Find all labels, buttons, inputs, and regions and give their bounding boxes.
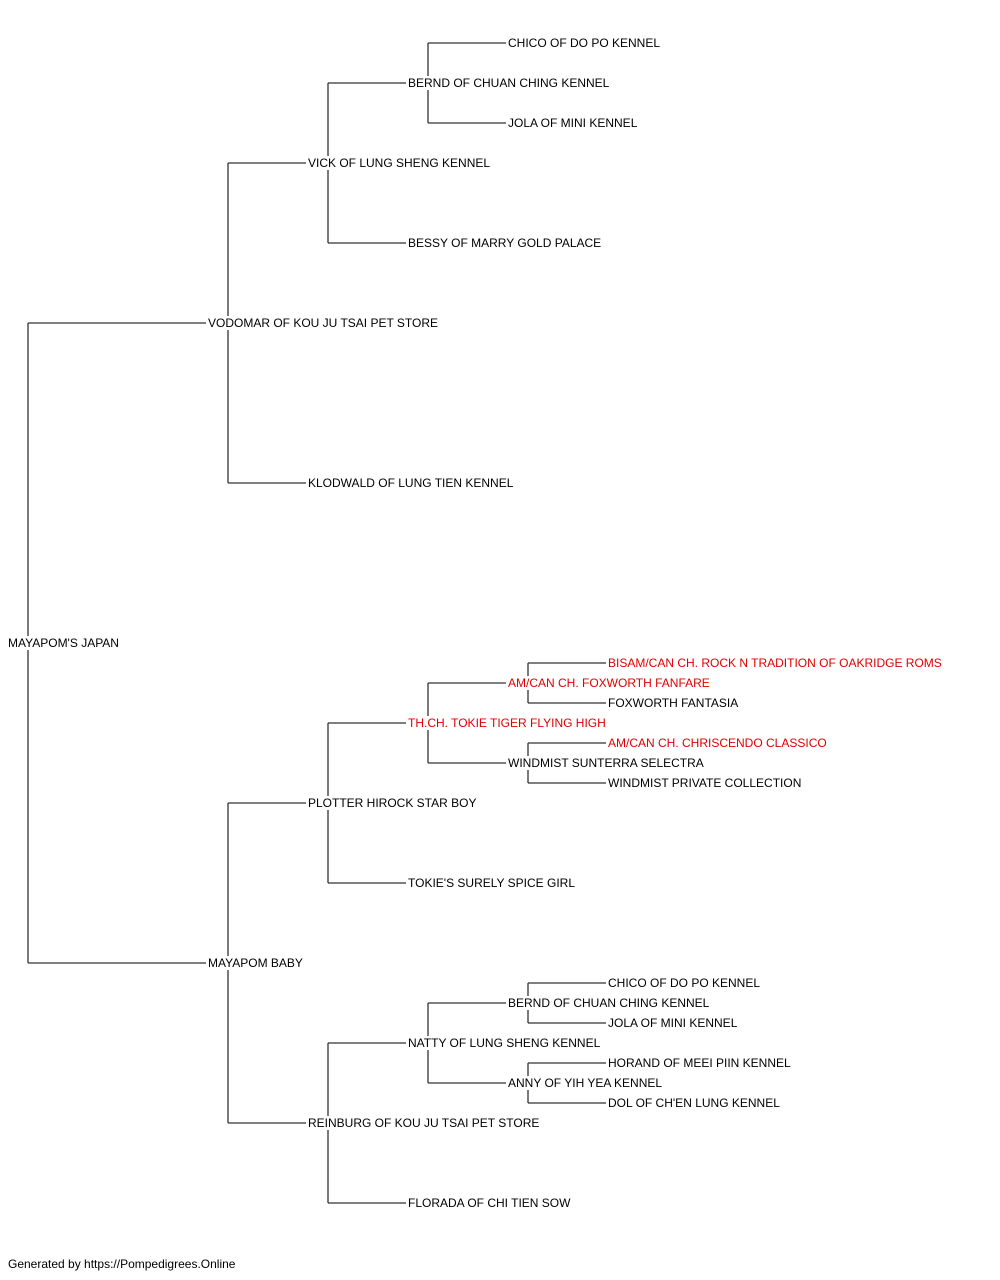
- pedigree-name-gen4: ANNY OF YIH YEA KENNEL: [507, 1076, 664, 1090]
- pedigree-name-gen2: PLOTTER HIROCK STAR BOY: [307, 796, 478, 810]
- pedigree-name-gen4: JOLA OF MINI KENNEL: [507, 116, 639, 130]
- pedigree-name-gen5: HORAND OF MEEI PIIN KENNEL: [607, 1056, 792, 1070]
- pedigree-name-gen5: DOL OF CH'EN LUNG KENNEL: [607, 1096, 781, 1110]
- pedigree-name-gen4: WINDMIST SUNTERRA SELECTRA: [507, 756, 705, 770]
- pedigree-name-gen3: TH.CH. TOKIE TIGER FLYING HIGH: [407, 716, 607, 730]
- pedigree-name-gen4: CHICO OF DO PO KENNEL: [507, 36, 662, 50]
- pedigree-name-gen3: NATTY OF LUNG SHENG KENNEL: [407, 1036, 602, 1050]
- pedigree-name-gen3: BERND OF CHUAN CHING KENNEL: [407, 76, 611, 90]
- pedigree-name-gen2: KLODWALD OF LUNG TIEN KENNEL: [307, 476, 515, 490]
- pedigree-name-gen3: TOKIE'S SURELY SPICE GIRL: [407, 876, 577, 890]
- pedigree-name-gen1: MAYAPOM BABY: [207, 956, 304, 970]
- pedigree-name-gen2: REINBURG OF KOU JU TSAI PET STORE: [307, 1116, 541, 1130]
- pedigree-name-gen0: MAYAPOM'S JAPAN: [7, 636, 120, 650]
- pedigree-name-gen5: WINDMIST PRIVATE COLLECTION: [607, 776, 803, 790]
- pedigree-name-gen4: BERND OF CHUAN CHING KENNEL: [507, 996, 711, 1010]
- pedigree-name-gen3: FLORADA OF CHI TIEN SOW: [407, 1196, 572, 1210]
- pedigree-name-gen5: JOLA OF MINI KENNEL: [607, 1016, 739, 1030]
- pedigree-name-gen4: AM/CAN CH. FOXWORTH FANFARE: [507, 676, 711, 690]
- footer-credit: Generated by https://Pompedigrees.Online: [8, 1257, 236, 1271]
- pedigree-name-gen5: FOXWORTH FANTASIA: [607, 696, 740, 710]
- pedigree-name-gen5: BISAM/CAN CH. ROCK N TRADITION OF OAKRID…: [607, 656, 943, 670]
- pedigree-name-gen5: CHICO OF DO PO KENNEL: [607, 976, 762, 990]
- pedigree-name-gen1: VODOMAR OF KOU JU TSAI PET STORE: [207, 316, 440, 330]
- pedigree-name-gen3: BESSY OF MARRY GOLD PALACE: [407, 236, 603, 250]
- pedigree-name-gen5: AM/CAN CH. CHRISCENDO CLASSICO: [607, 736, 828, 750]
- pedigree-name-gen2: VICK OF LUNG SHENG KENNEL: [307, 156, 492, 170]
